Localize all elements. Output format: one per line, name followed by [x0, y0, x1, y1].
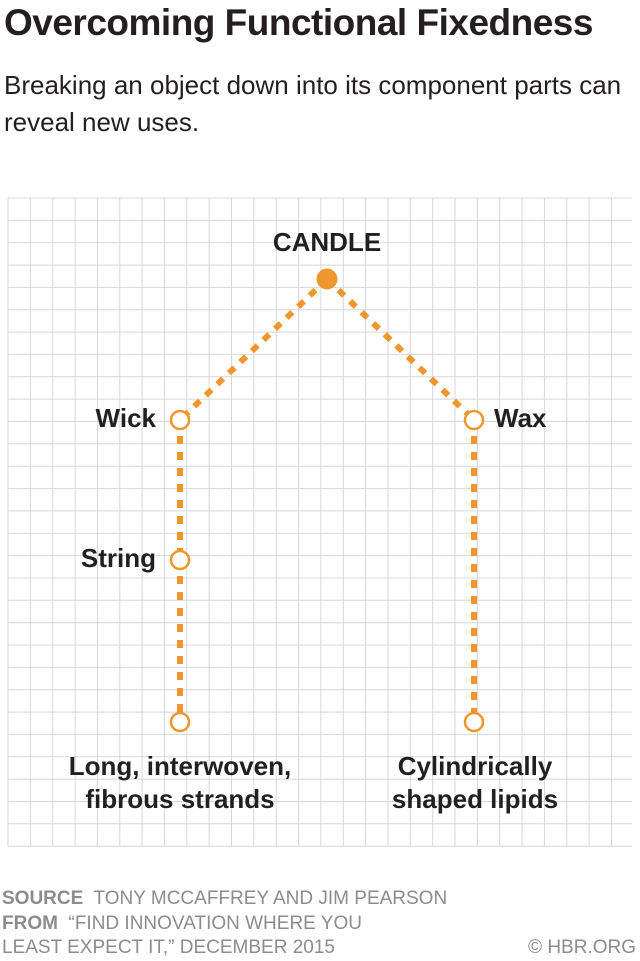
diagram-nodes [169, 268, 485, 733]
source-note: SOURCE TONY MCCAFFREY AND JIM PEARSON FR… [2, 887, 638, 961]
from-line-2: LEAST EXPECT IT,” DECEMBER 2015 [2, 936, 638, 961]
label-strands-line-1: Long, interwoven, [69, 751, 291, 781]
candle-breakdown-diagram: CANDLE Wick String Long, interwoven, fib… [7, 197, 632, 847]
page-subtitle: Breaking an object down into its compone… [4, 70, 622, 137]
edge-candle-wick [177, 276, 330, 423]
label-lipids-line-1: Cylindrically [398, 751, 553, 781]
node-string [169, 549, 191, 571]
from-text: “FIND INNOVATION WHERE YOU [68, 912, 362, 934]
edge-candle-wax [324, 276, 477, 423]
source-label: SOURCE [2, 888, 84, 909]
from-label: FROM [2, 912, 58, 934]
node-lipids [463, 711, 485, 733]
label-lipids-line-2: shaped lipids [392, 784, 558, 814]
source-text: TONY MCCAFFREY AND JIM PEARSON [93, 888, 448, 909]
label-string: String [81, 543, 156, 573]
from-line: FROM “FIND INNOVATION WHERE YOU [2, 912, 638, 937]
diagram-connectors [177, 276, 477, 722]
label-wick: Wick [96, 403, 157, 433]
node-strands [169, 711, 191, 733]
grid-background [7, 197, 632, 847]
node-wax [463, 409, 485, 431]
page-title: Overcoming Functional Fixedness [4, 2, 593, 43]
node-candle [316, 268, 338, 290]
label-strands-line-2: fibrous strands [85, 784, 274, 814]
hbr-credit: © HBR.ORG [528, 937, 636, 958]
diagram-labels: CANDLE Wick String Long, interwoven, fib… [69, 227, 558, 814]
source-line: SOURCE TONY MCCAFFREY AND JIM PEARSON [2, 887, 638, 912]
node-wick [169, 409, 191, 431]
label-wax: Wax [494, 403, 547, 433]
from-text-2: LEAST EXPECT IT,” DECEMBER 2015 [2, 937, 335, 958]
label-candle: CANDLE [273, 227, 381, 257]
